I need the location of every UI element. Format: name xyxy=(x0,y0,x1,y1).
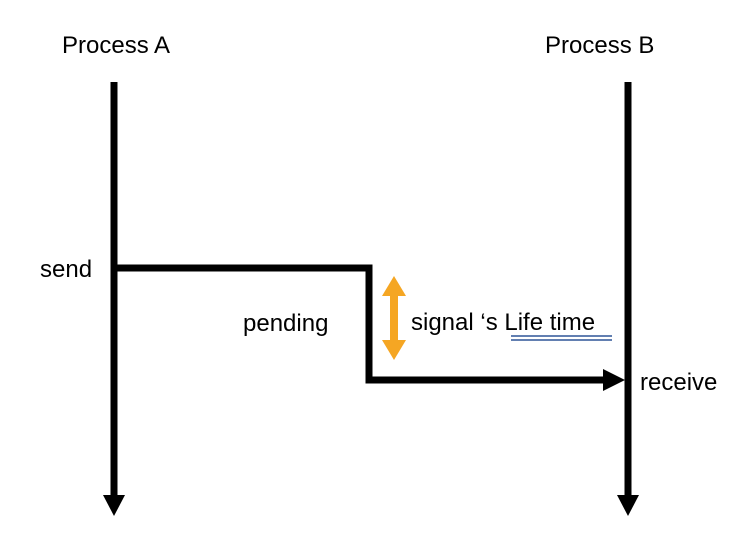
lifetime-arrowhead-down xyxy=(382,340,406,360)
process-a-timeline xyxy=(103,82,125,516)
signal-lifetime-label: signal ‘s Life time xyxy=(411,309,595,336)
process-a-timeline-arrowhead xyxy=(103,495,125,516)
life-time-link[interactable]: Life time xyxy=(504,309,595,336)
lifetime-arrow-shaft xyxy=(390,294,398,342)
lifetime-double-arrow xyxy=(382,276,406,360)
signal-path-arrowhead xyxy=(603,369,625,391)
process-b-timeline-arrowhead xyxy=(617,495,639,516)
signal-path xyxy=(114,264,625,391)
signal-path-line xyxy=(114,264,606,384)
signal-lifetime-prefix: signal ‘s xyxy=(411,309,504,336)
lifetime-arrowhead-up xyxy=(382,276,406,296)
process-a-title: Process A xyxy=(62,32,170,59)
life-time-double-underline xyxy=(511,335,612,341)
pending-label: pending xyxy=(243,310,328,337)
receive-label: receive xyxy=(640,369,717,396)
process-b-title: Process B xyxy=(545,32,654,59)
send-label: send xyxy=(40,256,92,283)
process-b-timeline xyxy=(617,82,639,516)
